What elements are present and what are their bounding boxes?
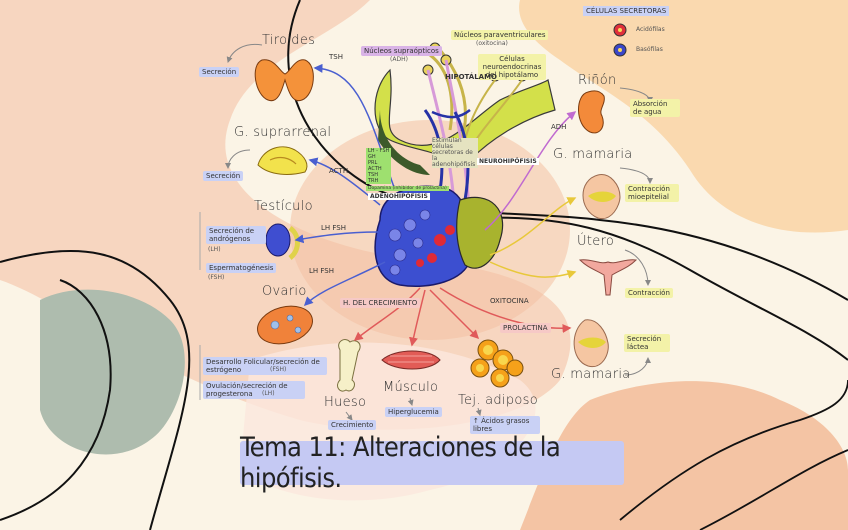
- testis-effect1: Secreción de andrógenos: [206, 226, 266, 244]
- kidney-title: Riñón: [578, 73, 617, 88]
- uterus-title: Útero: [577, 234, 615, 249]
- testis-title: Testículo: [254, 199, 313, 214]
- stimuli-note: Estimulan células secretoras de la adeno…: [432, 138, 478, 168]
- thyroid-title: Tiroides: [262, 33, 316, 48]
- mammary-bottom-title: G. mamaria: [551, 367, 631, 382]
- testis-effect2-note: (FSH): [208, 274, 225, 281]
- thyroid-hormone: TSH: [329, 53, 343, 61]
- adrenal-hormone: ACTH: [329, 167, 349, 175]
- hormone-trh: TRH: [366, 178, 392, 184]
- testis-hormone: LH FSH: [321, 224, 346, 232]
- legend-item-acidophil: Acidófilas: [636, 26, 665, 33]
- gh-label: H. DEL CRECIMIENTO: [340, 298, 421, 308]
- nuclei-supra-label: Núcleos supraópticos: [361, 46, 442, 56]
- legend-item-basophil: Basófilas: [636, 46, 663, 53]
- oxytocin-label: OXITOCINA: [490, 297, 529, 305]
- legend-title: CÉLULAS SECRETORAS: [583, 6, 670, 16]
- muscle-title: Músculo: [383, 380, 439, 395]
- title-box: Tema 11: Alteraciones de la hipófisis.: [240, 432, 624, 494]
- ovary-effect2: Ovulación/secreción de progesterona: [203, 381, 305, 399]
- adrenal-title: G. suprarrenal: [234, 125, 332, 140]
- nuclei-supra-hormone: (ADH): [390, 56, 408, 63]
- nuclei-para-hormone: (oxitocina): [476, 40, 508, 47]
- prolactin-label: PROLACTINA: [500, 323, 551, 333]
- adeno-label: ADENOHIPÓFISIS: [368, 193, 430, 200]
- adrenal-effect: Secreción: [203, 171, 244, 181]
- kidney-hormone: ADH: [551, 123, 567, 131]
- ovary-effect2-note: (LH): [262, 390, 275, 397]
- testis-effect1-note: (LH): [208, 246, 221, 253]
- hormone-tsh: TSH: [366, 172, 392, 178]
- neuroendocrine-label: Células neuroendocrinas del hipotálamo: [478, 54, 546, 80]
- mammary-bottom-effect: Secreción láctea: [624, 334, 670, 352]
- bone-effect: Crecimiento: [328, 420, 377, 430]
- ovary-effect1: Desarrollo Folicular/secreción de estróg…: [203, 357, 327, 375]
- muscle-effect: Hiperglucemia: [385, 407, 442, 417]
- uterus-effect: Contracción: [625, 288, 673, 298]
- ovary-hormone: LH FSH: [309, 267, 334, 275]
- hormone-acth: ACTH: [366, 166, 392, 172]
- adipose-effect: ↑ Ácidos grasos libres: [470, 416, 540, 434]
- inhibitor-note: Dopamina (inhibidor de prolactina): [366, 186, 449, 191]
- bone-title: Hueso: [324, 395, 367, 410]
- hormone-prl: PRL: [366, 160, 392, 166]
- hormone-gh: GH: [366, 154, 392, 160]
- hormones-list: LH - FSH GH PRL ACTH TSH TRH: [366, 148, 392, 184]
- adipose-title: Tej. adiposo: [458, 393, 538, 408]
- page-title: Tema 11: Alteraciones de la hipófisis.: [240, 432, 561, 494]
- testis-effect2: Espermatogénesis: [206, 263, 277, 273]
- thyroid-effect: Secreción: [199, 67, 240, 77]
- kidney-effect: Absorción de agua: [630, 99, 680, 117]
- ovary-title: Ovario: [262, 284, 307, 299]
- mammary-top-title: G. mamaria: [553, 147, 633, 162]
- ovary-effect1-note: (FSH): [270, 366, 287, 373]
- hypothalamus-title: HIPOTÁLAMO: [445, 73, 497, 81]
- nuclei-para-label: Núcleos paraventriculares: [451, 30, 549, 40]
- neuro-label: NEUROHIPÓFISIS: [477, 158, 539, 165]
- mammary-top-effect: Contracción mioepitelial: [625, 184, 679, 202]
- hormone-lh-fsh: LH - FSH: [366, 148, 392, 154]
